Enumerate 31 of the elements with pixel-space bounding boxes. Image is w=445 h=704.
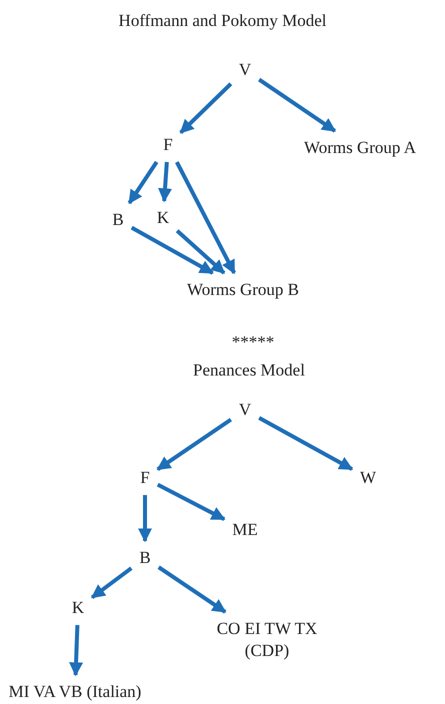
arrow (90, 566, 133, 600)
node-label: Worms Group A (296, 130, 424, 166)
node-label: W (352, 460, 384, 496)
node-label: K (148, 200, 178, 236)
arrow (179, 82, 232, 134)
arrow (258, 416, 354, 471)
arrow (156, 482, 226, 521)
node-label: B (104, 202, 132, 238)
node-label: Worms Group B (179, 272, 307, 308)
node-label: F (132, 460, 158, 496)
arrow (158, 162, 172, 202)
node-label: V (230, 52, 260, 88)
node-label: V (230, 392, 260, 428)
diagram-title: Hoffmann and Pokomy Model (118, 10, 326, 32)
node-label: B (131, 540, 159, 576)
node-label: K (64, 590, 92, 626)
arrow (175, 161, 236, 274)
arrow (130, 226, 214, 275)
node-label: F (155, 128, 181, 162)
arrow (69, 624, 84, 676)
arrow (158, 566, 226, 614)
arrow (258, 78, 336, 133)
node-label: CO EI TW TX (CDP) (208, 612, 326, 668)
arrow (156, 418, 232, 471)
arrow (128, 160, 158, 204)
node-label: MI VA VB (Italian) (0, 674, 150, 704)
separator-text: ***** (232, 331, 274, 354)
arrow (138, 495, 152, 542)
node-label: ME (224, 512, 266, 548)
arrow (176, 229, 226, 274)
section-title: Penances Model (193, 359, 305, 382)
